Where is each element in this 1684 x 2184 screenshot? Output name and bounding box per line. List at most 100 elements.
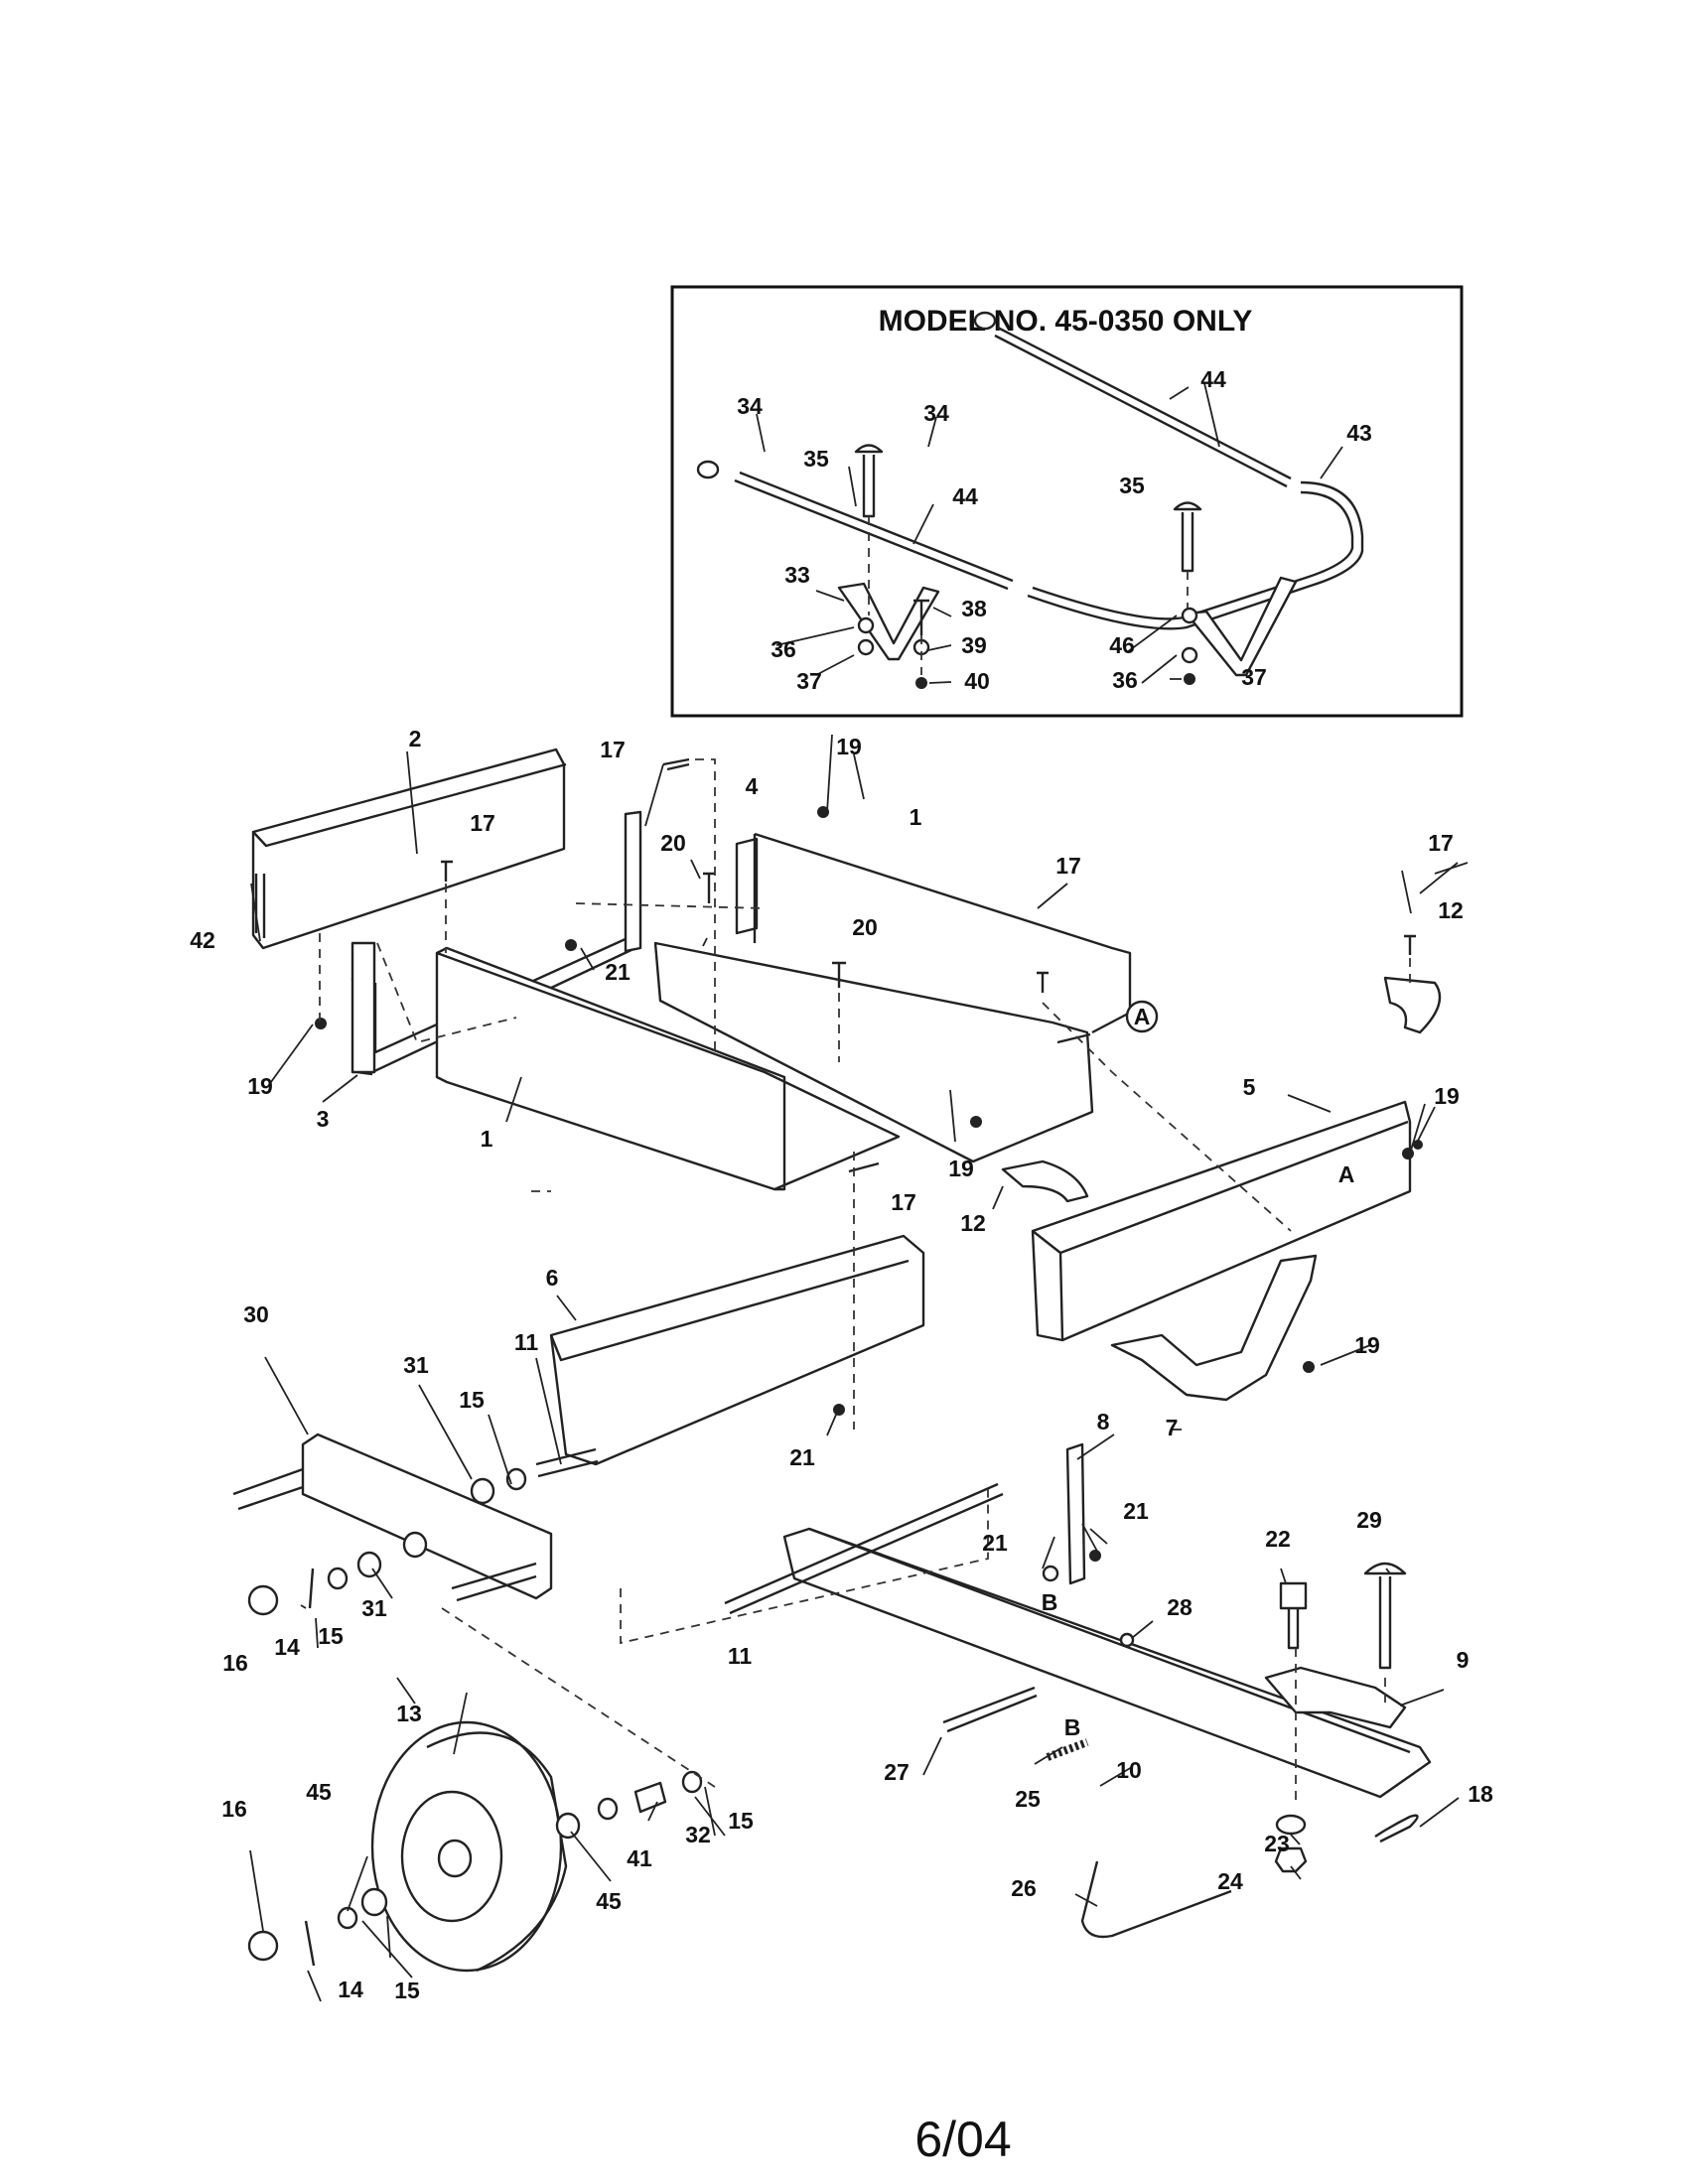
- corner-stake: [735, 837, 759, 935]
- part-label: 17: [470, 810, 495, 836]
- part-label: 14: [274, 1634, 300, 1660]
- axle-channel: [549, 1234, 925, 1466]
- washer: [1181, 646, 1198, 664]
- washer: [857, 616, 875, 634]
- lock-nut: [817, 806, 829, 818]
- bearing: [356, 1551, 382, 1578]
- part-label: 19: [247, 1073, 273, 1099]
- part-label: 4: [746, 773, 759, 799]
- part-label: 6: [546, 1265, 559, 1291]
- part-label: 11: [514, 1329, 539, 1355]
- leader-lines: [249, 382, 1469, 2002]
- tongue-frame: [782, 1527, 1432, 1799]
- axle-stub: [451, 1562, 537, 1602]
- bolt: [1056, 1032, 1091, 1044]
- washer: [597, 1797, 619, 1821]
- part-label: 15: [318, 1623, 344, 1649]
- cotter-pin: [308, 1568, 315, 1609]
- lock-nut: [915, 677, 927, 689]
- part-label: 20: [852, 914, 878, 940]
- front-rack-bracket: [624, 810, 642, 953]
- handle-bracket-right: [1185, 576, 1298, 677]
- rear-axle-bar: [301, 1433, 553, 1600]
- part-label: 16: [222, 1650, 248, 1676]
- part-label: 3: [317, 1106, 330, 1132]
- part-label: 34: [737, 393, 763, 419]
- bolt: [1037, 971, 1049, 993]
- cart-assembly: [232, 748, 1442, 1973]
- part-label: 19: [1434, 1083, 1460, 1109]
- handle-tube-lower: [734, 471, 1014, 591]
- callout-letter: A: [1134, 1004, 1151, 1029]
- part-label: 46: [1109, 632, 1135, 658]
- part-label: 20: [660, 830, 686, 856]
- part-label: 2: [409, 726, 422, 751]
- part-label: 29: [1356, 1507, 1382, 1533]
- callout-letter: A: [1338, 1161, 1355, 1187]
- part-label: 10: [1116, 1757, 1142, 1783]
- tub-floor: [653, 941, 1094, 1163]
- carriage-bolt: [1173, 501, 1202, 573]
- dump-lever: [1080, 1860, 1232, 1939]
- part-label: 17: [891, 1189, 916, 1215]
- part-label: 36: [1112, 667, 1138, 693]
- nut: [1042, 1565, 1059, 1582]
- part-label: 21: [1123, 1498, 1149, 1524]
- part-labels: 34 34 44 43 35 44 35 33 38 36 39 37 40 4…: [190, 366, 1493, 2003]
- part-label: 31: [361, 1595, 387, 1621]
- part-label: 45: [596, 1888, 622, 1914]
- part-label: 8: [1097, 1409, 1110, 1434]
- callout-letter: B: [1064, 1714, 1081, 1740]
- revision-date: 6/04: [914, 2112, 1011, 2167]
- part-label: 44: [1200, 366, 1226, 392]
- hair-pin: [1374, 1814, 1419, 1843]
- part-label: 37: [1241, 664, 1267, 690]
- handle-tube-upper: [994, 326, 1292, 488]
- part-label: 14: [338, 1977, 363, 2002]
- nut: [1119, 1632, 1135, 1648]
- part-label: 45: [306, 1779, 332, 1805]
- part-label: 32: [685, 1822, 711, 1847]
- bearing: [360, 1887, 388, 1917]
- part-label: 9: [1457, 1647, 1470, 1673]
- bearing: [402, 1531, 428, 1559]
- part-label: 17: [1428, 830, 1454, 856]
- part-label: 38: [961, 596, 987, 621]
- washer: [505, 1467, 527, 1491]
- spacer: [633, 1781, 667, 1814]
- part-label: 30: [243, 1301, 269, 1327]
- washer: [681, 1770, 703, 1794]
- part-label: 43: [1346, 420, 1372, 446]
- callout-letters: A A B B: [1042, 1004, 1355, 1740]
- lock-nut: [970, 1116, 982, 1128]
- part-label: 35: [1119, 473, 1145, 498]
- fender: [1001, 1160, 1089, 1203]
- part-label: 17: [1055, 853, 1081, 879]
- handle-cap: [973, 311, 997, 331]
- part-label: 12: [960, 1210, 986, 1236]
- lock-nut: [1303, 1361, 1315, 1373]
- inset-panel: MODEL NO. 45-0350 ONLY: [670, 285, 1464, 718]
- part-label: 1: [481, 1126, 493, 1152]
- lock-nut: [833, 1404, 845, 1416]
- part-label: 35: [803, 446, 829, 472]
- part-label: 44: [952, 483, 978, 509]
- part-label: 1: [910, 804, 922, 830]
- part-label: 18: [1468, 1781, 1493, 1807]
- tub-side-left: [435, 946, 786, 1191]
- lock-nut: [1184, 673, 1195, 685]
- hitch-plate: [1264, 1666, 1407, 1729]
- hub-cap: [247, 1930, 279, 1962]
- inset-title: MODEL NO. 45-0350 ONLY: [879, 305, 1253, 338]
- part-label: 21: [605, 959, 631, 985]
- washer: [1181, 607, 1198, 624]
- lock-nut: [565, 939, 577, 951]
- tub-side-right: [753, 832, 1132, 1034]
- long-bolt: [942, 1686, 1038, 1733]
- part-label: 19: [836, 734, 862, 759]
- washer: [1275, 1814, 1307, 1836]
- part-label: 40: [964, 668, 990, 694]
- part-label: 23: [1264, 1831, 1290, 1856]
- bolt: [1404, 934, 1416, 955]
- callout-letter: B: [1042, 1589, 1058, 1615]
